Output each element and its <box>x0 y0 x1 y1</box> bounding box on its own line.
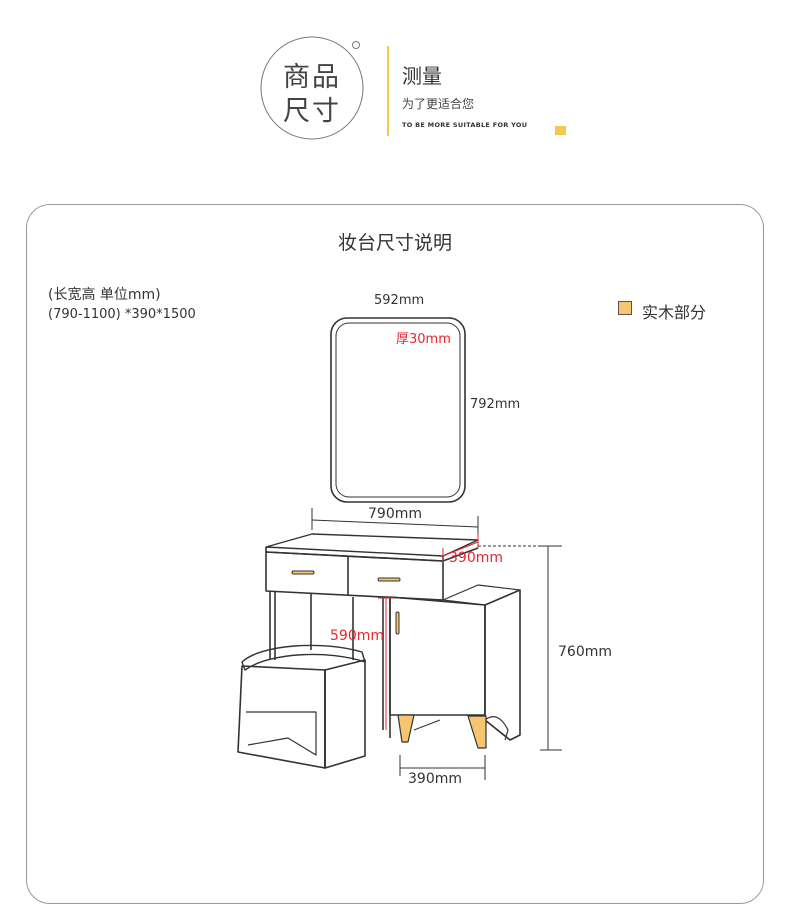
mirror-outer <box>330 317 466 503</box>
size-range-note: (790-1100) *390*1500 <box>48 307 196 322</box>
drawer-handle-right <box>377 577 401 582</box>
cabinet-height-label: 590mm <box>330 628 384 644</box>
cabinet-handle <box>395 611 400 635</box>
solid-wood-legend-label: 实木部分 <box>642 303 707 322</box>
mirror-thickness-label: 厚30mm <box>396 332 451 347</box>
cabinet-side <box>484 589 521 741</box>
mirror-height-label: 792mm <box>470 397 521 412</box>
badge-line-1: 商品 <box>283 62 341 93</box>
mirror-width-label: 592mm <box>374 293 425 308</box>
total-height-label: 760mm <box>558 644 612 660</box>
drawer-handle-left <box>291 570 315 575</box>
header-subtitle: 为了更适合您 <box>402 97 475 111</box>
header-divider <box>387 46 389 136</box>
cabinet-foot-left <box>397 714 415 743</box>
header-english: TO BE MORE SUITABLE FOR YOU <box>402 121 528 129</box>
header-title: 测量 <box>402 64 442 88</box>
mirror-inner <box>335 322 461 498</box>
table-width-label: 790mm <box>368 506 422 522</box>
drawer-front <box>265 551 444 601</box>
cabinet-front <box>389 596 486 716</box>
header-accent-square <box>555 126 566 135</box>
panel-title: 妆台尺寸说明 <box>337 232 452 254</box>
solid-wood-legend-swatch <box>618 301 632 315</box>
badge-circle-icon <box>260 36 364 140</box>
cabinet-foot-right <box>467 715 487 749</box>
badge-line-2: 尺寸 <box>283 96 341 127</box>
table-depth-label: 390mm <box>449 550 503 566</box>
header-badge: 商品 尺寸 <box>259 35 365 141</box>
unit-note: (长宽高 单位mm) <box>48 287 161 303</box>
tabletop <box>265 533 479 557</box>
vanity-drawing <box>237 317 562 780</box>
bottom-depth-label: 390mm <box>408 771 462 787</box>
